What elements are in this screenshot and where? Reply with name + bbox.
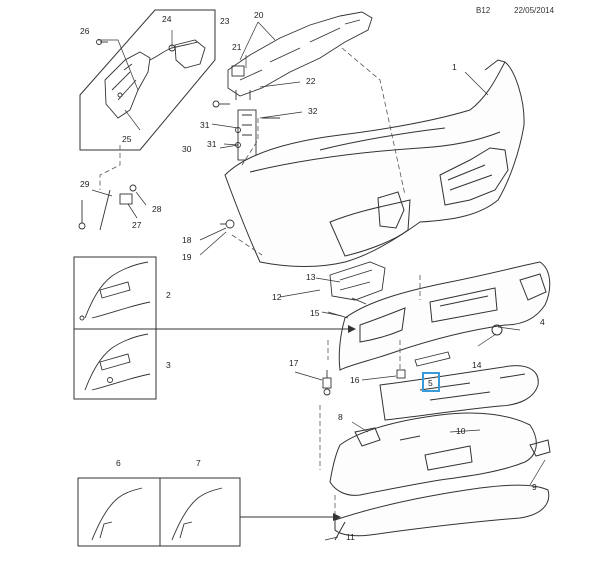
bumper-mounting-bracket <box>227 11 373 100</box>
callout-12: 12 <box>272 292 282 302</box>
rear-diffuser <box>379 365 539 421</box>
callout-14: 14 <box>472 360 482 370</box>
callout-labels: 1 2 3 4 5 6 7 8 9 10 11 12 13 14 15 16 1… <box>80 10 545 542</box>
trim-strip <box>414 351 451 367</box>
callout-18: 18 <box>182 235 192 245</box>
callout-13: 13 <box>306 272 316 282</box>
callout-30: 30 <box>182 144 192 154</box>
callout-31-lower: 31 <box>207 139 217 149</box>
callout-leaders <box>91 21 546 541</box>
callout-2: 2 <box>166 290 171 300</box>
callout-17: 17 <box>289 358 299 368</box>
inset-sensor-bracket <box>79 9 216 151</box>
callout-23: 23 <box>220 16 230 26</box>
callout-1: 1 <box>452 62 457 72</box>
callout-21: 21 <box>232 42 242 52</box>
lower-bumper-assembly <box>329 412 551 496</box>
callout-28: 28 <box>152 204 162 214</box>
callout-3: 3 <box>166 360 171 370</box>
callout-8: 8 <box>338 412 343 422</box>
callout-26: 26 <box>80 26 90 36</box>
callout-16: 16 <box>350 375 360 385</box>
callout-24: 24 <box>162 14 172 24</box>
callout-9: 9 <box>532 482 537 492</box>
callout-5: 5 <box>428 378 433 388</box>
highlight-box-part-5 <box>422 372 440 392</box>
clip-group <box>78 184 406 396</box>
callout-6: 6 <box>116 458 121 468</box>
callout-27: 27 <box>132 220 142 230</box>
callout-7: 7 <box>196 458 201 468</box>
callout-29: 29 <box>80 179 90 189</box>
dashed-leader-lines <box>99 47 421 520</box>
inset-box-variant-6-7 <box>77 477 241 547</box>
rear-bumper-fascia <box>338 261 551 371</box>
callout-20: 20 <box>254 10 264 20</box>
callout-22: 22 <box>306 76 316 86</box>
page-code: B12 <box>476 6 491 15</box>
pointer-arrows <box>156 325 356 521</box>
callout-32: 32 <box>308 106 318 116</box>
callout-10: 10 <box>456 426 466 436</box>
callout-4: 4 <box>540 317 545 327</box>
license-lamp-bracket <box>329 261 386 301</box>
callout-15: 15 <box>310 308 320 318</box>
callout-19: 19 <box>182 252 192 262</box>
inset-box-variant-3 <box>73 328 157 400</box>
inset-box-variant-2 <box>73 256 157 330</box>
callout-25: 25 <box>122 134 132 144</box>
diagram-date: 22/05/2014 <box>514 6 555 15</box>
callout-31-upper: 31 <box>200 120 210 130</box>
callout-11: 11 <box>346 532 355 542</box>
rear-bumper-cover <box>224 59 525 267</box>
